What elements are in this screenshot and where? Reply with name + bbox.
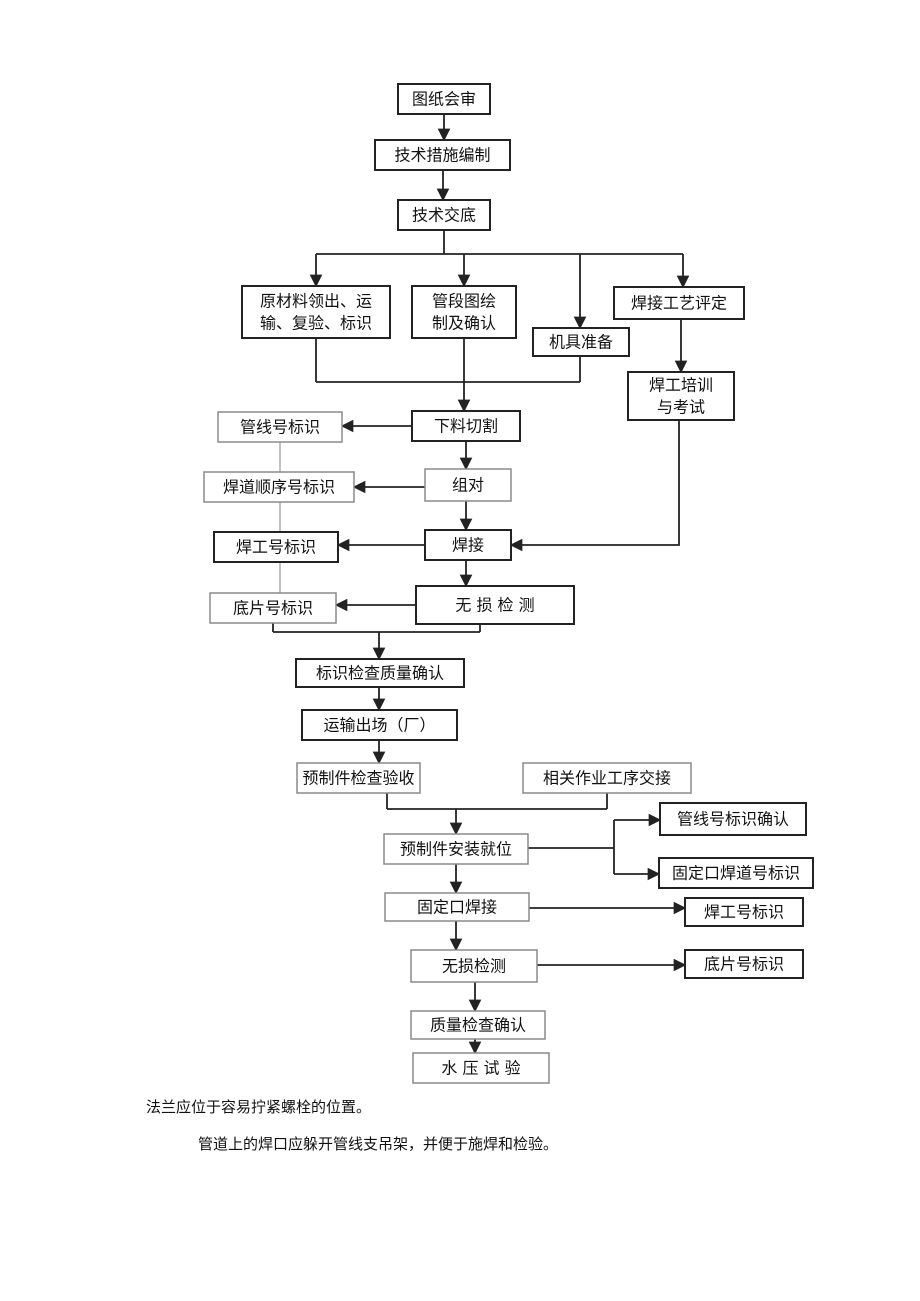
flow-step-box xyxy=(296,762,421,794)
body-paragraph-flange: 法兰应位于容易拧紧螺栓的位置。 xyxy=(146,1098,372,1116)
flow-step-label: 底片号标识 xyxy=(704,955,784,974)
flow-step-box xyxy=(241,285,391,339)
flow-step-label: 输、复验、标识 xyxy=(260,314,372,333)
flow-arrow xyxy=(509,420,680,552)
flow-step-label: 技术交底 xyxy=(412,206,476,225)
flow-step-n21: 预制件安装就位 xyxy=(383,833,529,865)
flow-step-n25: 焊工号标识 xyxy=(684,897,804,927)
flow-step-label: 焊道顺序号标识 xyxy=(223,478,335,497)
flow-step-n4: 原材料领出、运输、复验、标识 xyxy=(241,285,391,339)
flow-step-box xyxy=(412,1052,550,1084)
flow-step-box xyxy=(209,592,337,624)
flow-step-label: 焊接 xyxy=(452,536,484,555)
flow-step-label: 预制件安装就位 xyxy=(400,840,512,859)
flow-step-box xyxy=(397,83,491,115)
flow-step-box xyxy=(522,762,692,794)
flow-step-label: 标识检查质量确认 xyxy=(316,664,444,683)
flow-step-n19: 预制件检查验收 xyxy=(296,762,421,794)
flow-step-n1: 图纸会审 xyxy=(397,83,491,115)
body-paragraph-weld-joint: 管道上的焊口应躲开管线支吊架，并便于施焊和检验。 xyxy=(198,1135,559,1153)
flow-step-n24: 固定口焊接 xyxy=(384,892,530,922)
flow-step-box xyxy=(613,286,745,320)
flow-step-box xyxy=(384,892,530,922)
flow-step-n20: 相关作业工序交接 xyxy=(522,762,692,794)
flow-step-label: 焊接工艺评定 xyxy=(631,294,727,313)
flow-step-box xyxy=(203,471,355,503)
flow-step-label: 下料切割 xyxy=(434,417,498,436)
flow-step-box xyxy=(217,411,343,443)
flow-step-label: 焊工培训 xyxy=(649,376,713,395)
flow-step-label: 预制件检查验收 xyxy=(302,769,414,788)
connectors xyxy=(272,114,690,1055)
flow-step-n6: 机具准备 xyxy=(532,327,630,357)
flow-step-box xyxy=(532,327,630,357)
flow-step-n7: 焊接工艺评定 xyxy=(613,286,745,320)
flow-step-label: 无 损 检 测 xyxy=(455,596,534,615)
flow-step-box xyxy=(627,371,735,421)
flow-step-box xyxy=(410,1010,546,1040)
flow-step-box xyxy=(383,833,529,865)
flow-step-label: 运输出场（厂） xyxy=(323,716,435,735)
flow-step-box xyxy=(684,897,804,927)
flow-step-n28: 质量检查确认 xyxy=(410,1010,546,1040)
flow-step-n18: 运输出场（厂） xyxy=(301,709,458,741)
flow-step-n27: 底片号标识 xyxy=(684,949,804,979)
flow-step-label: 无损检测 xyxy=(442,957,506,976)
flow-step-label: 技术措施编制 xyxy=(394,146,490,165)
flow-step-n9: 下料切割 xyxy=(411,410,521,442)
flow-step-label: 固定口焊道号标识 xyxy=(672,864,800,883)
flow-step-label: 组对 xyxy=(452,476,484,495)
flow-step-n29: 水 压 试 验 xyxy=(412,1052,550,1084)
flow-step-n13: 焊接 xyxy=(424,529,512,561)
flow-step-label: 管线号标识 xyxy=(240,418,320,437)
flow-step-label: 相关作业工序交接 xyxy=(543,769,671,788)
flow-step-box xyxy=(415,585,575,625)
flow-step-box xyxy=(424,529,512,561)
flow-step-n3: 技术交底 xyxy=(397,199,491,231)
flow-step-label: 焊工号标识 xyxy=(236,538,316,557)
flow-step-box xyxy=(213,531,339,563)
process-steps: 图纸会审技术措施编制技术交底原材料领出、运输、复验、标识管段图绘制及确认机具准备… xyxy=(203,83,814,1084)
flow-step-box xyxy=(658,857,814,889)
flow-step-box xyxy=(411,285,517,339)
flow-step-box xyxy=(410,949,538,983)
flow-step-box xyxy=(684,949,804,979)
flow-step-box xyxy=(374,139,511,171)
flow-step-label: 与考试 xyxy=(657,398,705,417)
flow-step-n11: 组对 xyxy=(424,468,512,502)
flow-step-label: 原材料领出、运 xyxy=(260,292,372,311)
flow-step-box xyxy=(397,199,491,231)
flow-step-label: 固定口焊接 xyxy=(417,898,497,917)
flow-step-box xyxy=(301,709,458,741)
flow-step-box xyxy=(659,802,807,836)
flow-step-label: 制及确认 xyxy=(432,314,496,333)
flow-step-box xyxy=(411,410,521,442)
flow-step-n10: 管线号标识 xyxy=(217,411,343,443)
flow-step-label: 水 压 试 验 xyxy=(441,1059,520,1078)
flow-step-n16: 底片号标识 xyxy=(209,592,337,624)
flow-step-box xyxy=(424,468,512,502)
flow-step-n23: 固定口焊道号标识 xyxy=(658,857,814,889)
flow-step-label: 管段图绘 xyxy=(432,292,496,311)
flow-step-n26: 无损检测 xyxy=(410,949,538,983)
flow-step-n2: 技术措施编制 xyxy=(374,139,511,171)
flow-step-label: 管线号标识确认 xyxy=(677,810,789,829)
flow-step-label: 质量检查确认 xyxy=(430,1016,526,1035)
flow-step-label: 焊工号标识 xyxy=(704,903,784,922)
flow-step-n14: 焊工号标识 xyxy=(213,531,339,563)
flow-step-label: 底片号标识 xyxy=(233,599,313,618)
flow-step-n22: 管线号标识确认 xyxy=(659,802,807,836)
flow-step-n15: 无 损 检 测 xyxy=(415,585,575,625)
flow-step-label: 图纸会审 xyxy=(412,90,476,109)
flow-step-box xyxy=(295,658,465,688)
flow-step-label: 机具准备 xyxy=(549,333,613,352)
flow-step-n12: 焊道顺序号标识 xyxy=(203,471,355,503)
flow-step-n17: 标识检查质量确认 xyxy=(295,658,465,688)
